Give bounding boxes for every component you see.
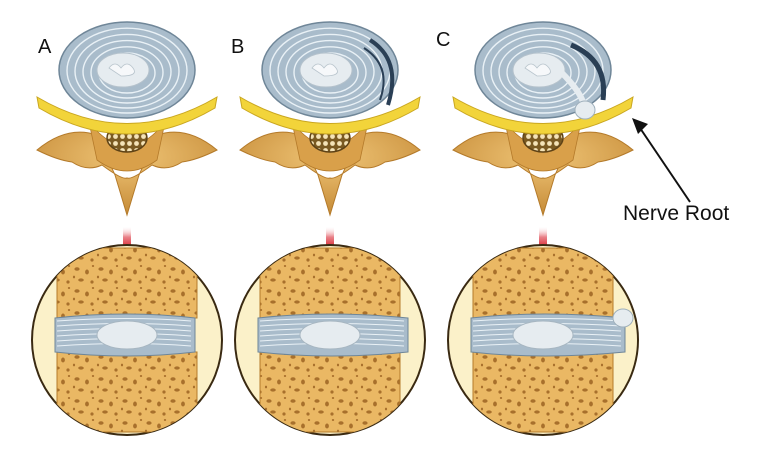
compression-arrow-shaft	[539, 226, 547, 248]
lower-vertebra	[56, 351, 198, 433]
axial-view-normal	[36, 21, 218, 260]
panel-label-b: B	[231, 36, 245, 58]
disc-side-nucleus	[299, 320, 361, 350]
disc-side-ring	[472, 318, 622, 322]
nucleus-texture	[524, 63, 551, 77]
disc-ring	[482, 27, 604, 114]
disc-ring	[490, 33, 596, 109]
sagittal-view-herniated	[447, 244, 639, 436]
nerve-root-band	[452, 96, 634, 135]
zoom-content	[54, 247, 198, 433]
disc-ring	[498, 39, 588, 104]
disc-side-nucleus	[96, 320, 158, 350]
nerve-root-band	[36, 96, 218, 135]
pointer-line	[639, 127, 691, 203]
disc-ring	[74, 33, 180, 109]
axial-view-bulging	[239, 21, 421, 260]
herniated-nucleus	[574, 100, 596, 120]
annulus-tear	[368, 38, 395, 106]
panel-label-c: C	[436, 29, 451, 51]
nerve-root-band	[239, 96, 421, 135]
upper-vertebra	[56, 247, 198, 319]
disc-ring	[82, 39, 172, 104]
nucleus-texture	[311, 63, 338, 77]
sagittal-view-bulging	[234, 244, 426, 436]
disc-side-ring	[259, 318, 405, 322]
disc-ring	[285, 39, 375, 104]
upper-vertebra	[472, 247, 614, 319]
axial-view-herniated	[452, 21, 634, 260]
nucleus-texture	[108, 63, 135, 77]
lower-vertebra	[472, 351, 614, 433]
pointer-arrowhead	[632, 118, 648, 134]
disc-ring	[66, 27, 188, 114]
disc-side-nucleus	[512, 320, 574, 350]
disc-side-ring	[56, 318, 192, 322]
panel-label-a: A	[38, 36, 52, 58]
zoom-content	[470, 247, 634, 433]
herniated-fragment	[612, 308, 634, 328]
compression-arrow-shaft	[326, 226, 334, 248]
disc-ring	[293, 46, 367, 99]
nerve-root-label: Nerve Root	[623, 202, 730, 225]
zoom-content	[257, 247, 409, 433]
annulus-tear	[363, 47, 385, 101]
annulus-tear	[570, 42, 607, 101]
compression-arrow-shaft	[123, 226, 131, 248]
disc-ring	[90, 46, 164, 99]
sagittal-view-normal	[31, 244, 223, 436]
lower-vertebra	[259, 351, 401, 433]
nucleus-extrusion	[558, 69, 586, 104]
disc-ring	[506, 46, 580, 99]
